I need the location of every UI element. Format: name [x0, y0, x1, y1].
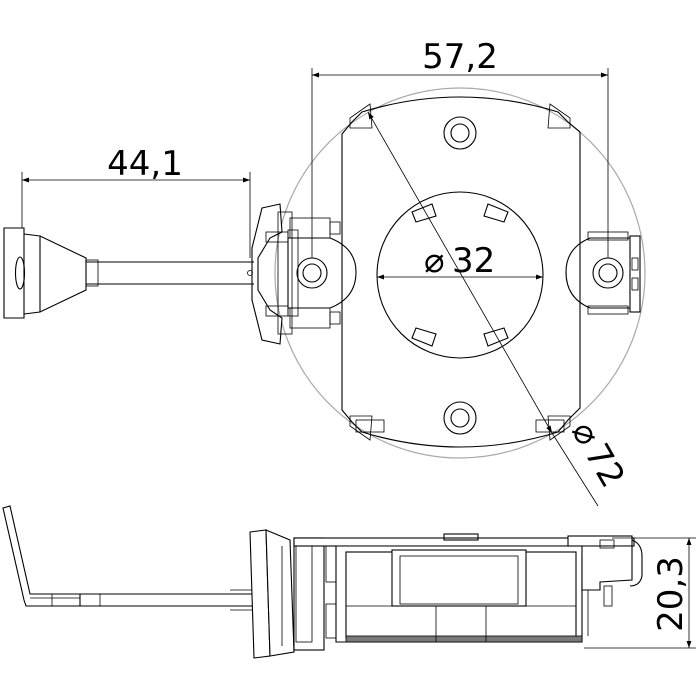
dimension-arm-length: 44,1	[21, 144, 251, 258]
side-right-lug	[567, 535, 643, 636]
dimension-outer-diameter: ⌀ 72	[367, 111, 632, 507]
left-lug	[287, 217, 357, 329]
side-clamp	[249, 529, 347, 659]
dimension-height-label: 20,3	[651, 556, 691, 632]
dimension-inner-diameter: ⌀ 32	[377, 241, 543, 281]
arm-tip	[3, 227, 87, 319]
side-arm-rod	[80, 589, 252, 611]
dimension-width-label: 57,2	[422, 37, 498, 77]
screw-hole-bottom	[443, 401, 477, 435]
side-arm-tip	[2, 505, 81, 607]
right-lug	[565, 231, 641, 315]
side-view: 20,3	[2, 505, 696, 659]
dimension-arm-length-label: 44,1	[107, 144, 183, 184]
outer-diameter-circle	[274, 87, 646, 459]
arm-rod	[85, 259, 254, 287]
diameter-symbol-inner: ⌀	[424, 241, 444, 281]
left-bracket	[251, 203, 293, 345]
screw-hole-top	[443, 116, 477, 150]
dimension-inner-diameter-label: 32	[452, 241, 495, 281]
dimension-height: 20,3	[584, 537, 696, 649]
dimension-width: 57,2	[311, 37, 609, 258]
side-housing	[293, 533, 635, 643]
top-view: 57,2 44,1 ⌀ 32 ⌀ 72	[3, 37, 646, 507]
